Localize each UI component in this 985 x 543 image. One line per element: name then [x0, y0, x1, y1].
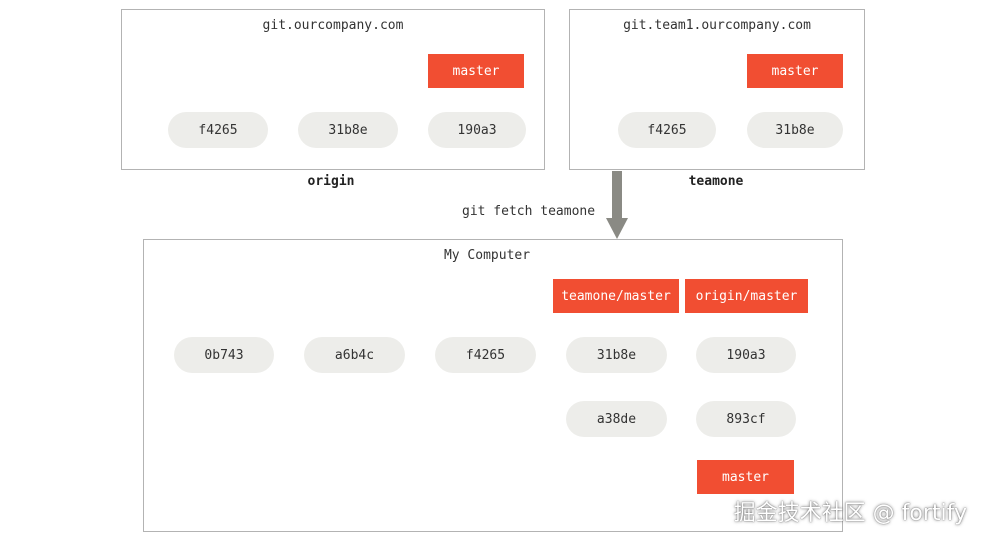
- teamone-commit-1: f4265: [618, 112, 716, 148]
- teamone-label: teamone: [688, 174, 744, 189]
- origin-label: origin: [307, 174, 355, 189]
- teamone-host: git.team1.ourcompany.com: [623, 18, 811, 33]
- local-commit-a6b4c: a6b4c: [304, 337, 405, 373]
- local-master-ref: master: [697, 460, 794, 494]
- local-title: My Computer: [443, 248, 531, 263]
- local-commit-190a3: 190a3: [696, 337, 796, 373]
- teamone-master-ref: master: [747, 54, 843, 88]
- teamone-master-remote-ref: teamone/master: [553, 279, 679, 313]
- local-commit-893cf: 893cf: [696, 401, 796, 437]
- local-commit-a38de: a38de: [566, 401, 667, 437]
- origin-commit-2: 31b8e: [298, 112, 398, 148]
- local-commit-0b743: 0b743: [174, 337, 274, 373]
- origin-host: git.ourcompany.com: [262, 18, 404, 33]
- origin-master-ref: master: [428, 54, 524, 88]
- origin-commit-1: f4265: [168, 112, 268, 148]
- fetch-command: git fetch teamone: [462, 204, 596, 219]
- local-commit-f4265: f4265: [435, 337, 536, 373]
- origin-master-remote-ref: origin/master: [685, 279, 808, 313]
- local-commit-31b8e: 31b8e: [566, 337, 667, 373]
- watermark: 掘金技术社区 @ fortify: [733, 501, 967, 526]
- origin-commit-3: 190a3: [428, 112, 526, 148]
- fetch-arrow-head: [606, 218, 628, 239]
- teamone-commit-2: 31b8e: [747, 112, 843, 148]
